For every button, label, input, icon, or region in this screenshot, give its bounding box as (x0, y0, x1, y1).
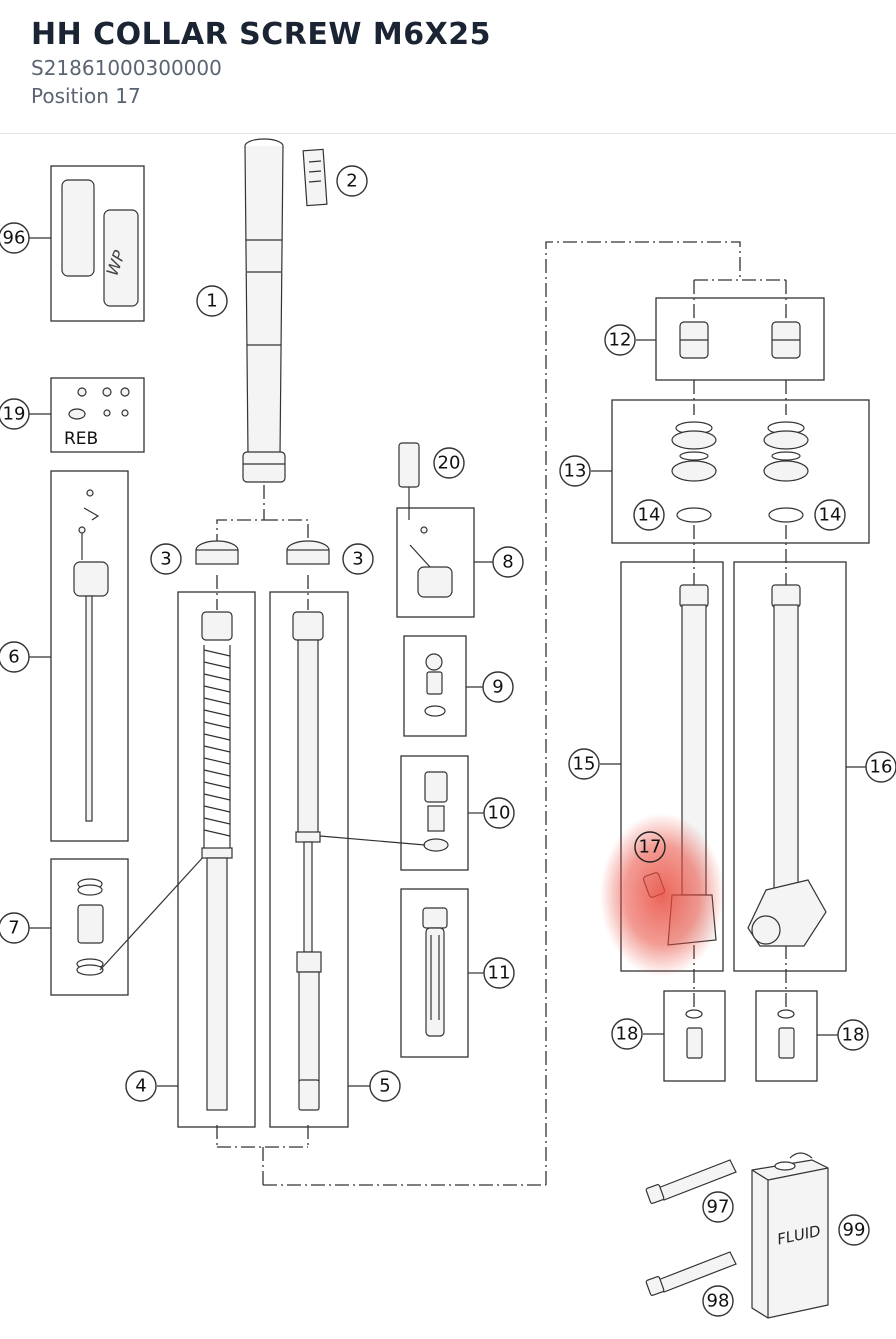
grease-tubes (645, 1159, 737, 1296)
svg-text:19: 19 (3, 404, 26, 425)
callout-13[interactable]: 13 (559, 455, 591, 487)
inner-tube-right (747, 584, 827, 947)
top-caps (195, 540, 330, 565)
bleed-tool (422, 907, 448, 1037)
svg-text:6: 6 (8, 647, 19, 668)
svg-text:97: 97 (707, 1197, 730, 1218)
seal-set (671, 421, 809, 523)
fork-fluid-can: FLUID (751, 1152, 829, 1319)
valve-piston (424, 653, 446, 717)
callout-16[interactable]: 16 (865, 751, 896, 783)
svg-text:7: 7 (8, 918, 19, 939)
part-header: HH COLLAR SCREW M6X25 S21861000300000 Po… (0, 0, 896, 134)
callout-10[interactable]: 10 (483, 797, 515, 829)
svg-text:18: 18 (616, 1024, 639, 1045)
callout-17-highlighted[interactable]: 17 (634, 831, 666, 863)
callout-98[interactable]: 98 (702, 1285, 734, 1317)
svg-text:12: 12 (609, 330, 632, 351)
svg-text:14: 14 (819, 505, 842, 526)
svg-text:9: 9 (492, 677, 503, 698)
callout-96[interactable]: 96 (0, 222, 30, 254)
callout-9[interactable]: 9 (482, 671, 514, 703)
svg-text:99: 99 (843, 1220, 866, 1241)
svg-text:98: 98 (707, 1291, 730, 1312)
exploded-diagram: WP REB (0, 135, 896, 1335)
callout-18-right[interactable]: 18 (837, 1019, 869, 1051)
damper-rod (73, 489, 109, 822)
callout-7[interactable]: 7 (0, 912, 30, 944)
callout-5[interactable]: 5 (369, 1070, 401, 1102)
callout-3-right[interactable]: 3 (342, 543, 374, 575)
part-title: HH COLLAR SCREW M6X25 (31, 17, 492, 52)
svg-text:18: 18 (842, 1025, 865, 1046)
callout-6[interactable]: 6 (0, 641, 30, 673)
callout-11[interactable]: 11 (483, 957, 515, 989)
svg-text:11: 11 (488, 963, 511, 984)
svg-text:3: 3 (160, 549, 171, 570)
callout-15[interactable]: 15 (568, 748, 600, 780)
outer-tube (242, 138, 286, 483)
callout-2[interactable]: 2 (336, 165, 368, 197)
svg-text:13: 13 (564, 461, 587, 482)
svg-text:15: 15 (573, 754, 596, 775)
svg-text:17: 17 (639, 837, 662, 858)
air-valve (398, 442, 453, 598)
svg-text:3: 3 (352, 549, 363, 570)
callout-97[interactable]: 97 (702, 1191, 734, 1223)
callout-19[interactable]: 19 (0, 398, 30, 430)
spring-spacer-set (76, 854, 206, 976)
callout-18-left[interactable]: 18 (611, 1018, 643, 1050)
spring-cartridge (201, 611, 233, 1111)
callout-14-left[interactable]: 14 (633, 499, 665, 531)
routing-lines (216, 241, 787, 1186)
highlight-glow (600, 813, 724, 977)
svg-text:8: 8 (502, 552, 513, 573)
callout-1[interactable]: 1 (196, 285, 228, 317)
part-number: S21861000300000 (31, 56, 222, 80)
callout-99[interactable]: 99 (838, 1214, 870, 1246)
svg-text:16: 16 (870, 757, 893, 778)
svg-text:1: 1 (206, 291, 217, 312)
svg-text:96: 96 (3, 228, 26, 249)
svg-text:20: 20 (438, 453, 461, 474)
callout-8[interactable]: 8 (492, 546, 524, 578)
part-position: Position 17 (31, 84, 141, 108)
leader-lines (29, 237, 866, 1087)
callout-14-right[interactable]: 14 (814, 499, 846, 531)
callout-4[interactable]: 4 (125, 1070, 157, 1102)
bushings (679, 321, 801, 359)
callout-12[interactable]: 12 (604, 324, 636, 356)
svg-text:2: 2 (346, 171, 357, 192)
callout-3-left[interactable]: 3 (150, 543, 182, 575)
callout-20[interactable]: 20 (433, 447, 465, 479)
fork-guard-sleeves: WP (61, 179, 139, 307)
reb-label: REB (64, 429, 98, 449)
group-boxes (50, 165, 870, 1128)
svg-text:14: 14 (638, 505, 661, 526)
svg-text:4: 4 (135, 1076, 146, 1097)
compression-valve (319, 771, 449, 852)
fork-exploded-view-svg: WP REB (0, 138, 896, 1319)
svg-text:5: 5 (379, 1076, 390, 1097)
svg-text:10: 10 (488, 803, 511, 824)
warning-sticker (302, 148, 328, 207)
axle-screws (685, 1009, 795, 1059)
damper-cartridge (292, 611, 324, 1111)
rebound-adjuster-kit: REB (64, 387, 130, 449)
